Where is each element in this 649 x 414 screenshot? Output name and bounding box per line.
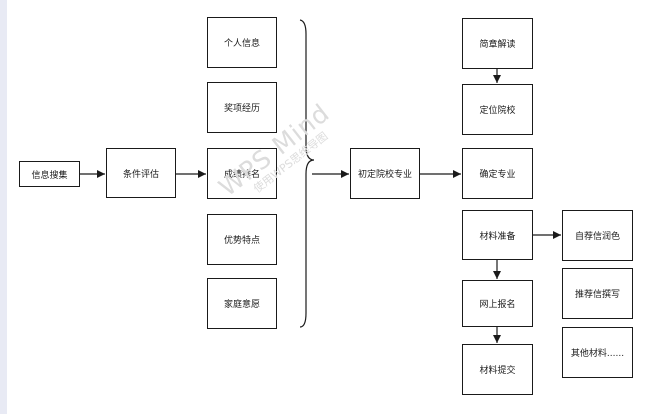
node-strengths[interactable]: 优势特点 <box>207 214 277 265</box>
node-initial-schools[interactable]: 初定院校专业 <box>350 148 420 199</box>
node-online-apply[interactable]: 网上报名 <box>462 280 533 327</box>
assessment-brace <box>299 19 315 328</box>
node-material-prep[interactable]: 材料准备 <box>462 210 533 260</box>
node-info-collect[interactable]: 信息搜集 <box>19 161 80 187</box>
node-other-materials[interactable]: 其他材料...... <box>562 327 633 378</box>
node-grades-rank[interactable]: 成绩排名 <box>207 148 277 199</box>
node-family-wish[interactable]: 家庭意愿 <box>207 278 277 329</box>
node-brochure[interactable]: 简章解读 <box>462 18 533 69</box>
canvas-left-strip <box>0 0 7 414</box>
node-referee-select[interactable]: 自荐信润色 <box>562 210 633 261</box>
node-personal-info[interactable]: 个人信息 <box>207 17 277 68</box>
node-condition-eval[interactable]: 条件评估 <box>106 148 176 198</box>
node-locate-school[interactable]: 定位院校 <box>462 84 533 135</box>
node-material-submit[interactable]: 材料提交 <box>462 344 533 395</box>
node-rec-letter[interactable]: 推荐信撰写 <box>562 268 633 319</box>
node-confirm-major[interactable]: 确定专业 <box>462 148 533 199</box>
node-awards[interactable]: 奖项经历 <box>207 82 277 133</box>
